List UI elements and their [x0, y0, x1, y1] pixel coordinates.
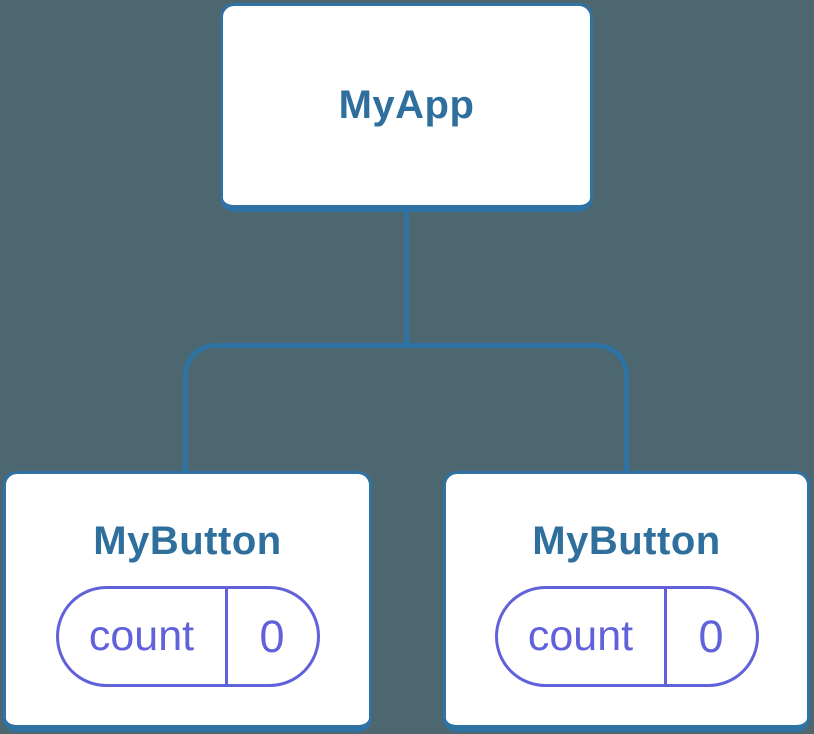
component-label: MyButton: [93, 519, 282, 563]
component-node-myapp: MyApp: [220, 3, 593, 212]
component-label: MyButton: [532, 519, 721, 563]
component-node-mybutton-right: MyButton count 0: [443, 471, 810, 732]
state-name: count: [88, 612, 195, 660]
connector-bracket: [183, 343, 629, 475]
state-value: 0: [663, 589, 756, 684]
component-node-mybutton-left: MyButton count 0: [3, 471, 372, 732]
state-pill: count 0: [494, 586, 759, 687]
state-name: count: [527, 612, 634, 660]
state-pill: count 0: [55, 586, 320, 687]
state-value: 0: [224, 589, 317, 684]
component-label: MyApp: [338, 83, 475, 127]
connector-stem: [404, 208, 409, 346]
